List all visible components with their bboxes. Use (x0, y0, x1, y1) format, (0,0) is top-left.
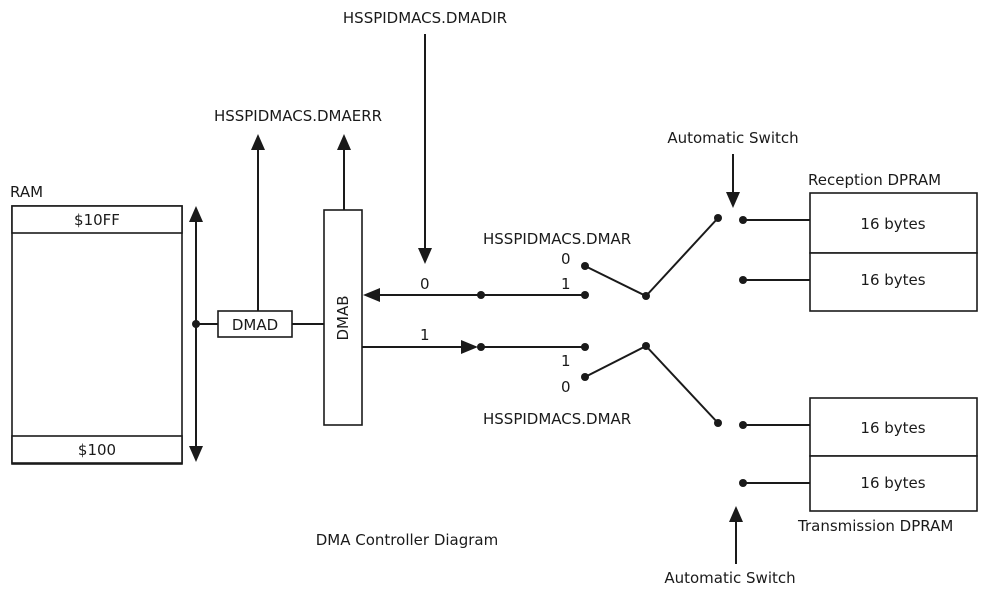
ram-top-cell (11, 205, 183, 234)
bus-up-arrowhead (189, 206, 203, 222)
dmar-bottom-switch (584, 342, 722, 427)
diagram-caption: DMA Controller Diagram (316, 531, 498, 549)
reception-title: Reception DPRAM (808, 171, 941, 189)
transmit-junction-dot (477, 343, 485, 351)
dmaerr-label: HSSPIDMACS.DMAERR (214, 107, 382, 125)
receive-line-one-label: 1 (561, 275, 571, 293)
ram-title: RAM (10, 183, 43, 201)
dmab-label: DMAB (334, 295, 352, 340)
transmit-arrowhead (461, 340, 478, 354)
receive-path (363, 262, 589, 302)
dmar-bottom-end-dot (714, 419, 722, 427)
transmission-slot-1 (809, 455, 978, 512)
transmission-slot-1-label: 16 bytes (860, 474, 925, 492)
transmit-terminal-one-dot (581, 343, 589, 351)
receive-switch-zero-label: 0 (561, 250, 571, 268)
dmar-bottom-label: HSSPIDMACS.DMAR (483, 410, 631, 428)
receive-terminal-one-dot (581, 291, 589, 299)
transmit-switch-zero-label: 0 (561, 378, 571, 396)
reception-slot-1-label: 16 bytes (860, 271, 925, 289)
auto-switch-bottom-arrowhead (729, 506, 743, 522)
dmar-top-switch (584, 214, 722, 300)
ram-address-bus (189, 206, 203, 462)
transmission-slot-0-label: 16 bytes (860, 419, 925, 437)
dmad-label: DMAD (232, 316, 278, 334)
auto-switch-top-label: Automatic Switch (667, 129, 798, 147)
reception-slot-0-label: 16 bytes (860, 215, 925, 233)
dmab-in-arrowhead (363, 288, 380, 302)
receive-junction-dot (477, 291, 485, 299)
transmission-slot-0 (809, 397, 978, 457)
transmit-path (362, 340, 589, 381)
dmadir-label: HSSPIDMACS.DMADIR (343, 9, 507, 27)
dmadir-arrowhead (418, 248, 432, 264)
reception-slot-1 (809, 252, 978, 312)
transmit-line-one-label: 1 (420, 326, 430, 344)
dmad-up-arrowhead (251, 134, 265, 150)
ram-top-address: $10FF (74, 211, 120, 229)
receive-line-zero-label: 0 (420, 275, 430, 293)
dmaerr-arrows (251, 134, 351, 311)
ram-bottom-address: $100 (78, 441, 116, 459)
transmission-title: Transmission DPRAM (797, 517, 953, 535)
dmad-block (217, 310, 293, 338)
dmar-top-label: HSSPIDMACS.DMAR (483, 230, 631, 248)
auto-switch-top-arrowhead (726, 192, 740, 208)
transmit-switch-one-label: 1 (561, 352, 571, 370)
bus-down-arrowhead (189, 446, 203, 462)
ram-bottom-cell (11, 435, 183, 464)
auto-switch-bottom-label: Automatic Switch (664, 569, 795, 587)
dmar-top-end-dot (714, 214, 722, 222)
ram-block (11, 205, 183, 465)
dmab-up-arrowhead (337, 134, 351, 150)
